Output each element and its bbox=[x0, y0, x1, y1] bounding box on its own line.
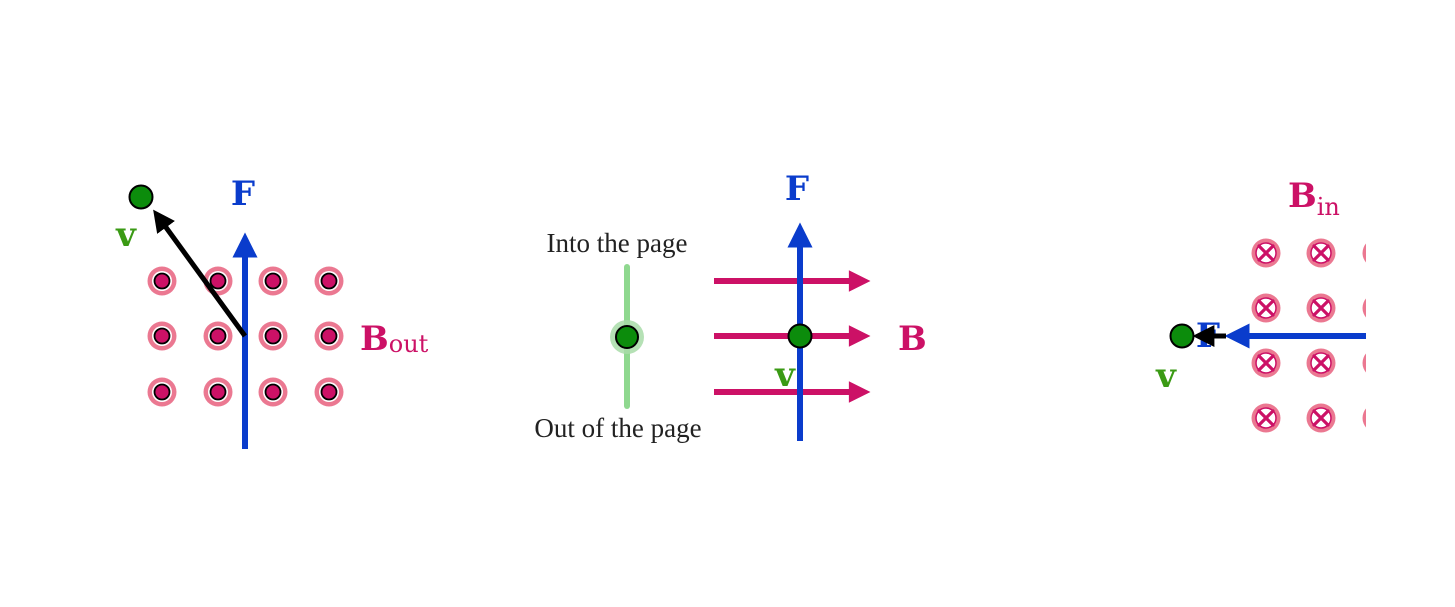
charge-particle bbox=[128, 184, 154, 210]
field-out-symbol bbox=[203, 321, 233, 351]
force-label-side: F bbox=[785, 169, 809, 209]
field-in-symbol bbox=[1306, 348, 1336, 378]
field-in-symbol bbox=[1251, 238, 1281, 268]
field-out-symbol bbox=[258, 266, 288, 296]
charge-particle-side bbox=[615, 325, 639, 349]
field-in-symbol bbox=[1251, 293, 1281, 323]
field-out-symbol bbox=[314, 321, 344, 351]
field-out-symbol bbox=[147, 377, 177, 407]
field-in-symbol bbox=[1362, 243, 1366, 263]
velocity-label: v bbox=[115, 215, 137, 255]
field-in-symbol bbox=[1306, 238, 1336, 268]
field-out-symbol bbox=[203, 266, 233, 296]
panel-field-out: F v Bout bbox=[115, 174, 429, 449]
charge-particle-right bbox=[1169, 323, 1195, 349]
field-in-crosses bbox=[1251, 238, 1366, 433]
panel-side-view: Into the page Out of the page F v B bbox=[534, 169, 926, 443]
force-label: F bbox=[231, 174, 255, 214]
field-in-symbol bbox=[1362, 408, 1366, 428]
velocity-label-side: v bbox=[774, 355, 796, 395]
field-out-dots bbox=[147, 266, 344, 407]
field-out-symbol bbox=[147, 266, 177, 296]
field-in-symbol bbox=[1306, 403, 1336, 433]
field-out-symbol bbox=[147, 321, 177, 351]
field-in-symbol bbox=[1306, 293, 1336, 323]
panel-field-in: Bin F v bbox=[1155, 176, 1366, 433]
field-in-label: Bin bbox=[1288, 176, 1340, 221]
field-in-symbol bbox=[1362, 353, 1366, 373]
field-label-side: B bbox=[898, 319, 927, 359]
field-out-symbol bbox=[258, 377, 288, 407]
velocity-label-right: v bbox=[1155, 356, 1177, 396]
charge-particle-center bbox=[787, 323, 813, 349]
field-out-symbol bbox=[314, 266, 344, 296]
into-page-label: Into the page bbox=[547, 228, 688, 258]
field-in-symbol bbox=[1251, 403, 1281, 433]
field-out-symbol bbox=[314, 377, 344, 407]
field-in-symbol bbox=[1251, 348, 1281, 378]
velocity-arrow bbox=[153, 209, 248, 338]
field-out-symbol bbox=[258, 321, 288, 351]
field-out-label: Bout bbox=[360, 319, 429, 359]
field-out-symbol bbox=[203, 377, 233, 407]
out-of-page-label: Out of the page bbox=[534, 413, 701, 443]
field-in-symbol bbox=[1362, 298, 1366, 318]
